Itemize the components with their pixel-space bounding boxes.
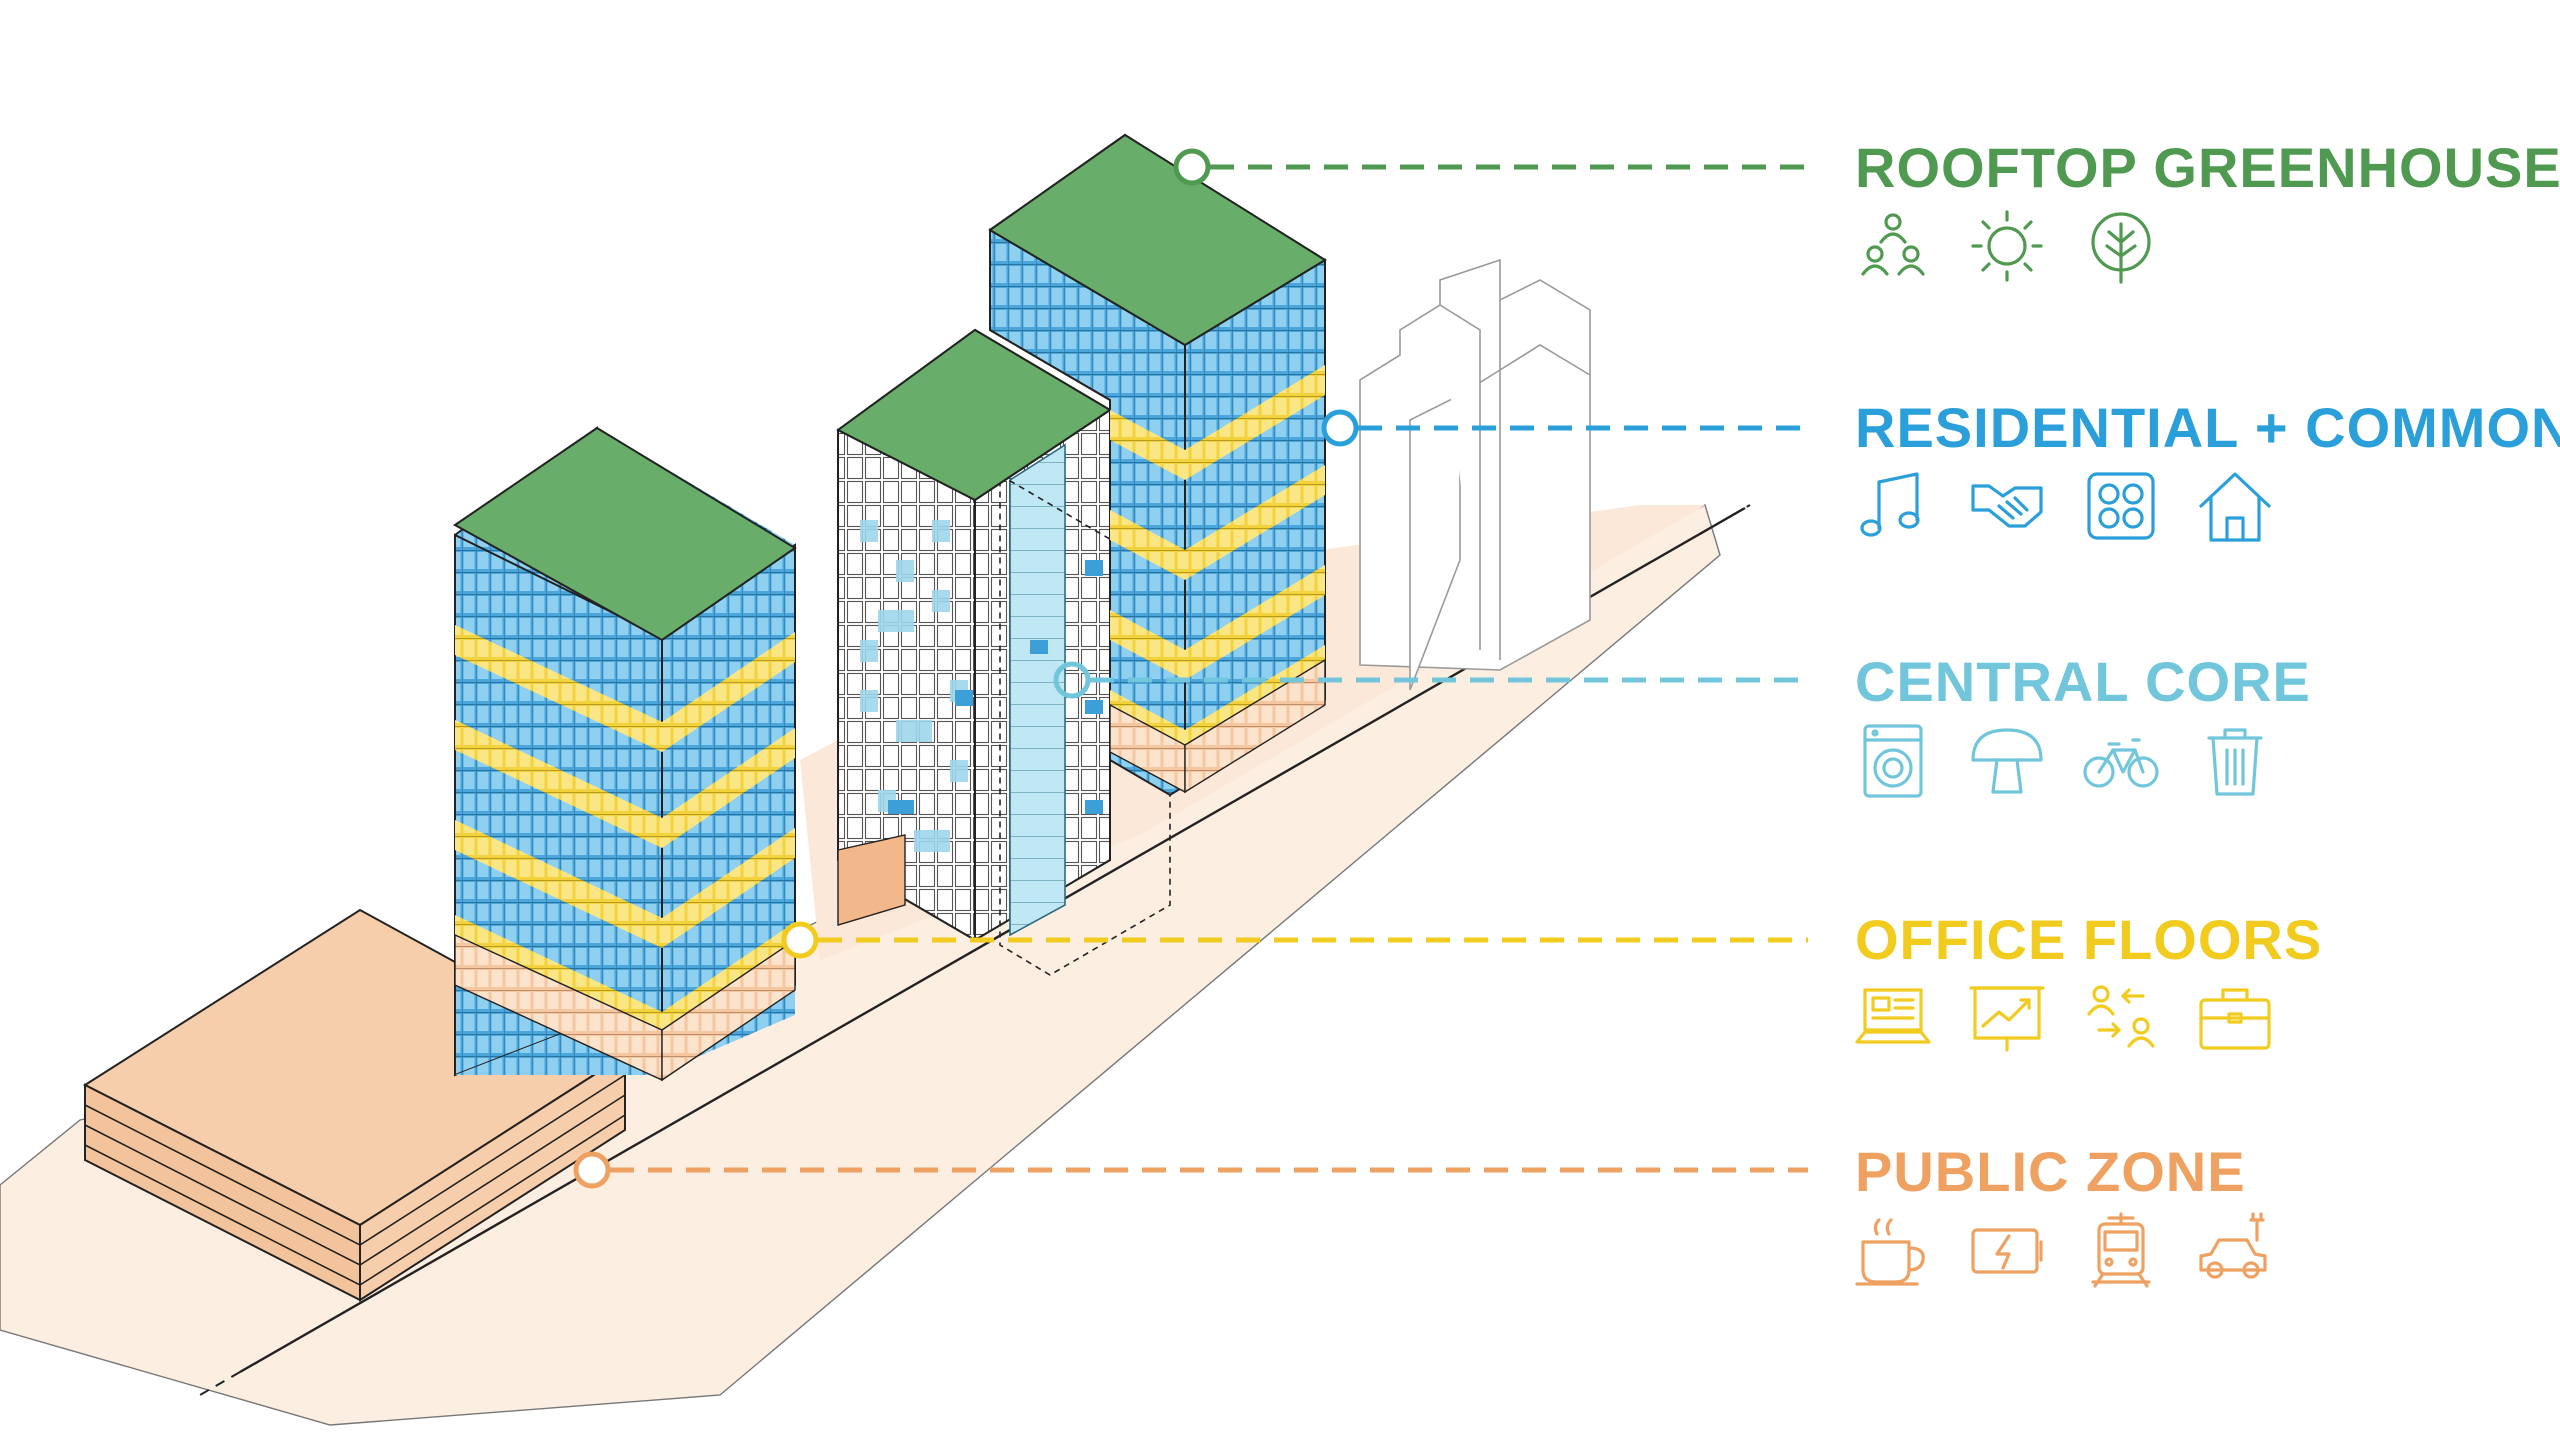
marker-public	[573, 1151, 611, 1189]
label-residential-common: RESIDENTIAL + COMMON	[1855, 396, 2560, 459]
sun-icon	[1971, 210, 2043, 282]
icons-rooftop-greenhouse	[1855, 208, 2159, 284]
leader-markers	[573, 148, 1359, 1189]
house-icon	[2199, 472, 2271, 542]
left-tower-roof	[453, 426, 797, 642]
street-axis-end-left	[199, 1371, 241, 1396]
central-core-shaft	[1009, 443, 1066, 937]
marker-office	[781, 921, 819, 959]
icons-residential-common	[1855, 468, 2273, 544]
marker-residential	[1321, 409, 1359, 447]
coffee-cup-icon	[1855, 1218, 1925, 1286]
label-rooftop-greenhouse: ROOFTOP GREENHOUSE	[1855, 136, 2560, 199]
marker-greenhouse	[1173, 148, 1211, 186]
battery-charging-icon	[1971, 1228, 2043, 1274]
mushroom-icon	[1971, 728, 2043, 794]
right-tower-roof	[988, 133, 1327, 347]
tram-icon	[2091, 1212, 2151, 1288]
leaf-icon	[2091, 212, 2151, 284]
laptop-icon	[1855, 988, 1931, 1044]
electric-car-icon	[2199, 1212, 2267, 1279]
briefcase-icon	[2199, 988, 2271, 1050]
community-icon	[1861, 213, 1925, 276]
left-tower	[453, 425, 797, 1082]
label-office-floors: OFFICE FLOORS	[1855, 908, 2323, 971]
street-axis-end-right	[1699, 504, 1751, 535]
background-building-outline	[1359, 258, 1591, 691]
leader-lines	[610, 164, 1808, 1173]
marker-core	[1053, 661, 1091, 699]
label-public-zone: PUBLIC ZONE	[1855, 1140, 2246, 1203]
bicycle-icon	[2083, 738, 2159, 788]
icons-central-core	[1855, 722, 2273, 798]
trash-bin-icon	[2207, 728, 2263, 796]
music-icon	[1860, 472, 1920, 537]
icons-public-zone	[1855, 1212, 2273, 1288]
washing-machine-icon	[1863, 724, 1923, 798]
cooktop-icon	[2087, 472, 2155, 540]
right-tower	[988, 133, 1327, 797]
presentation-chart-icon	[1969, 986, 2045, 1052]
label-central-core: CENTRAL CORE	[1855, 650, 2311, 713]
people-exchange-icon	[2087, 985, 2155, 1048]
handshake-icon	[1971, 484, 2043, 528]
middle-tower	[836, 328, 1171, 976]
icons-office-floors	[1855, 980, 2273, 1056]
